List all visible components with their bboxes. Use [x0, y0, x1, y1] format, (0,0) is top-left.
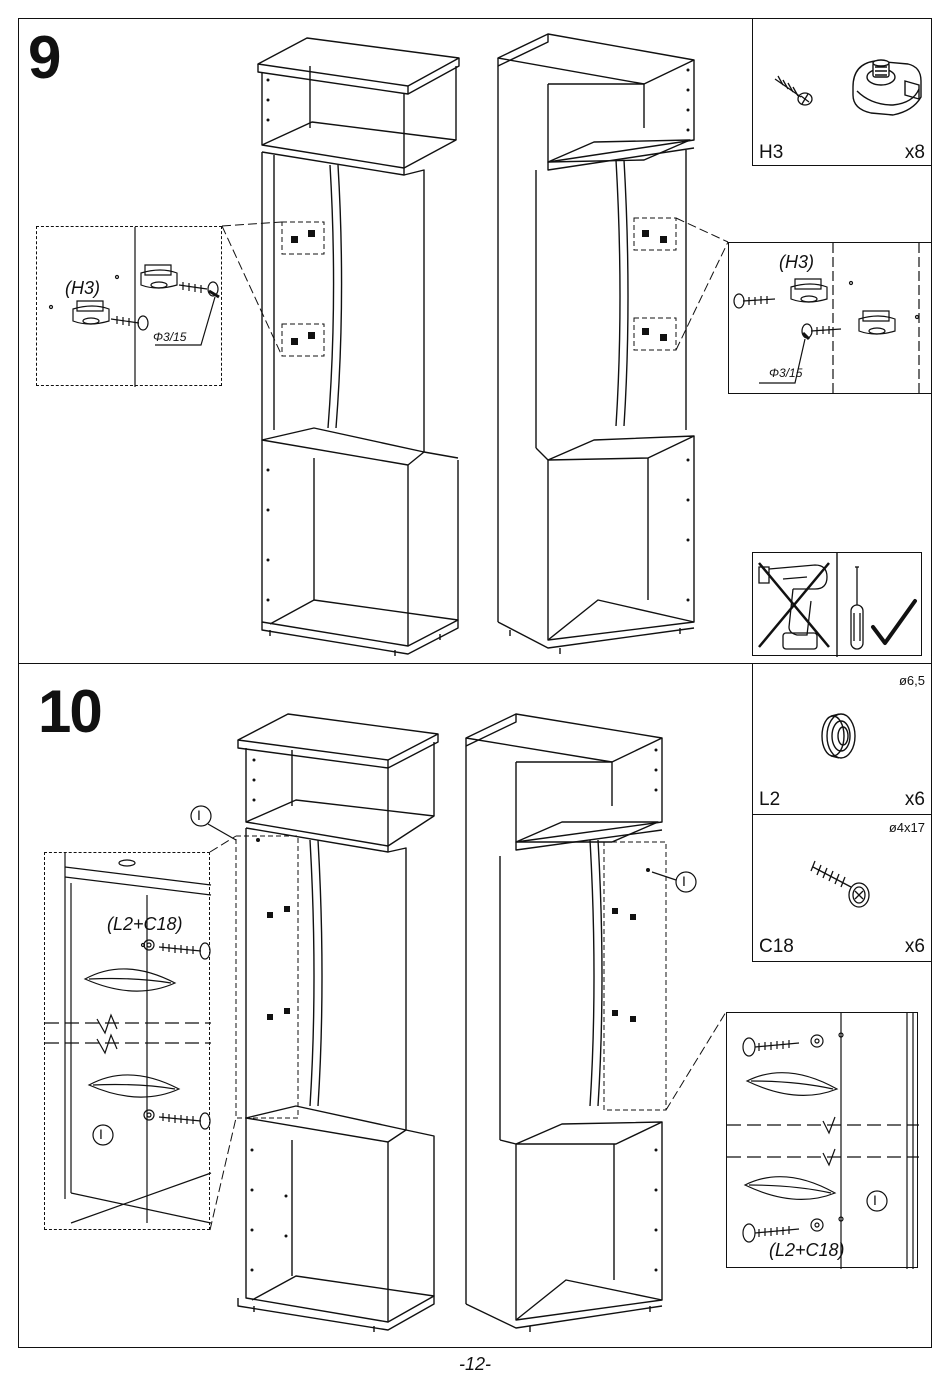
- detail-left-drawing: [37, 227, 223, 387]
- tools-divider: [753, 553, 923, 657]
- h3-screw-icon: [753, 19, 933, 167]
- detail-left-10-marker: I: [99, 1126, 103, 1142]
- step-9-detail-left: (H3) Φ3/15: [36, 226, 222, 386]
- detail-right-10-drawing: [727, 1013, 919, 1269]
- h3-qty: x8: [904, 142, 925, 163]
- step-divider: [18, 663, 932, 664]
- l2-size: ø6,5: [898, 673, 925, 688]
- step-9-tools-box: [752, 552, 922, 656]
- step-9-parts-box: H3 x8: [752, 18, 932, 166]
- c18-size: ø4x17: [888, 820, 925, 835]
- step-10-detail-left: (L2+C18) I: [44, 852, 210, 1230]
- step-10-detail-right: I (L2+C18): [726, 1012, 918, 1268]
- page-number: -12-: [458, 1354, 491, 1374]
- detail-right-10-marker: I: [873, 1192, 877, 1208]
- step-10-parts-box-l2: ø6,5 L2 x6: [752, 663, 932, 815]
- detail-left-10-part: (L2+C18): [107, 914, 183, 934]
- h3-cam-connector-icon: [753, 19, 933, 167]
- detail-right-dimension: Φ3/15: [769, 366, 803, 380]
- c18-qty: x6: [904, 936, 925, 957]
- step-9-detail-right: (H3) Φ3/15: [728, 242, 932, 394]
- detail-right-10-part: (L2+C18): [769, 1240, 845, 1260]
- detail-left-part: (H3): [65, 278, 100, 298]
- step-10-parts-box-c18: ø4x17 C18 x6: [752, 814, 932, 962]
- detail-left-10-drawing: [45, 853, 211, 1231]
- c18-code: C18: [759, 936, 794, 957]
- c18-screw-icon: [753, 815, 933, 963]
- step-10-right-marker: I: [682, 873, 686, 889]
- screwdriver-icon: [837, 553, 923, 657]
- detail-right-part: (H3): [779, 252, 814, 272]
- h3-code: H3: [759, 142, 784, 163]
- check-icon: [873, 601, 915, 643]
- l2-code: L2: [759, 789, 781, 810]
- power-drill-icon: [753, 553, 837, 657]
- step-10-left-marker: I: [197, 807, 201, 823]
- step-9-number: 9: [28, 24, 61, 91]
- step-10-number: 10: [38, 678, 103, 745]
- l2-qty: x6: [904, 789, 925, 810]
- detail-right-drawing: [729, 243, 933, 395]
- l2-cap-icon: [753, 664, 933, 816]
- detail-left-dimension: Φ3/15: [153, 330, 187, 344]
